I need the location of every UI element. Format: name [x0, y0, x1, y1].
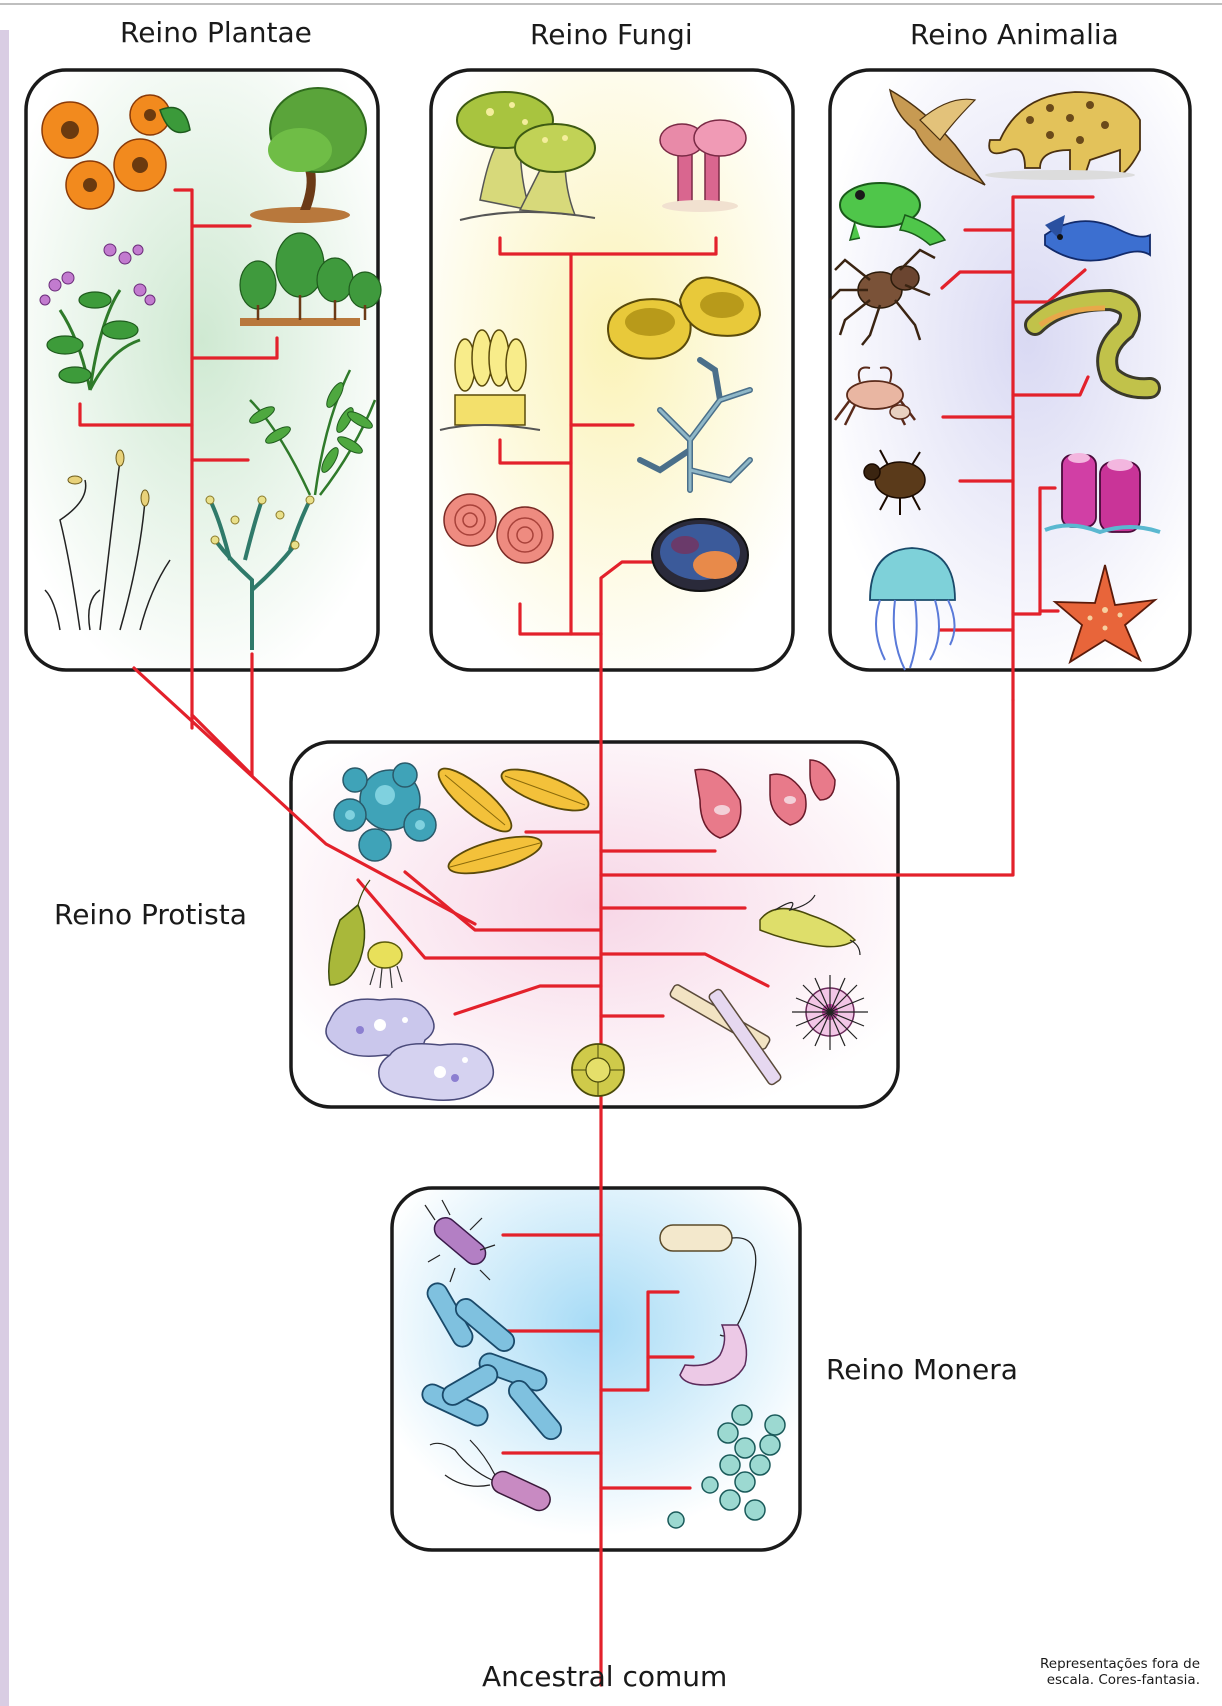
protista-label: Reino Protista: [54, 898, 247, 931]
scale-note: Representações fora de escala. Cores-fan…: [1040, 1656, 1200, 1688]
mold-fungus-icon: [652, 519, 748, 591]
animalia-label: Reino Animalia: [910, 18, 1119, 51]
foraminifera-icon: [572, 1044, 624, 1096]
monera-label: Reino Monera: [826, 1353, 1018, 1386]
fungi-label: Reino Fungi: [530, 18, 693, 51]
ancestor-label: Ancestral comum: [482, 1660, 727, 1693]
scale-note-line-1: Representações fora de: [1040, 1656, 1200, 1672]
plantae-label: Reino Plantae: [120, 16, 312, 49]
scale-note-line-2: escala. Cores-fantasia.: [1040, 1672, 1200, 1688]
